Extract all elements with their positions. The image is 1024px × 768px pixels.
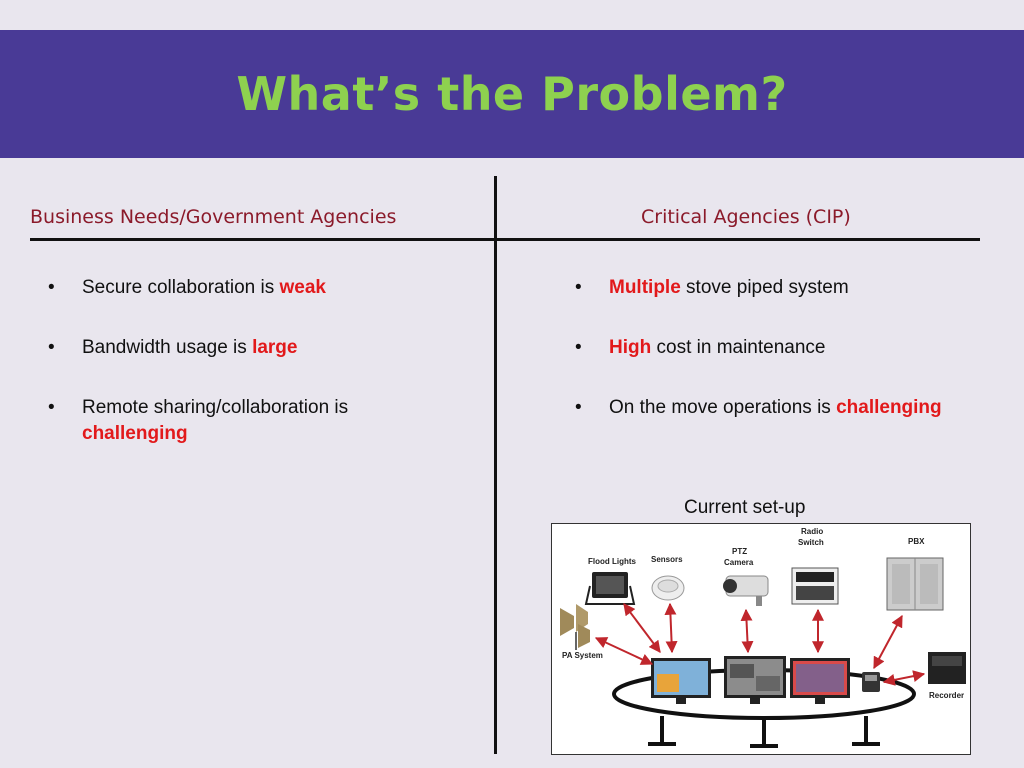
monitor-icon bbox=[724, 656, 786, 704]
bullet-item: Bandwidth usage is large bbox=[48, 335, 468, 361]
bullet-item: Secure collaboration is weak bbox=[48, 275, 468, 301]
sensor-icon bbox=[651, 575, 685, 601]
ptz-camera-icon bbox=[723, 575, 769, 606]
pa-system-label: PA System bbox=[562, 651, 603, 660]
recorder-icon bbox=[928, 652, 966, 684]
pbx-icon bbox=[886, 557, 944, 611]
heading-underline bbox=[30, 238, 980, 241]
radio-switch-icon bbox=[791, 567, 839, 605]
monitor-icon bbox=[790, 658, 850, 704]
left-column-heading: Business Needs/Government Agencies bbox=[30, 206, 397, 228]
right-bullet-list: Multiple stove piped system High cost in… bbox=[575, 275, 1020, 455]
pa-system-icon bbox=[560, 604, 590, 650]
bullet-item: High cost in maintenance bbox=[575, 335, 1020, 361]
flood-light-icon bbox=[584, 572, 636, 605]
monitor-icon bbox=[651, 658, 711, 704]
bullet-item: Remote sharing/collaboration is challeng… bbox=[48, 395, 468, 447]
pbx-label: PBX bbox=[908, 537, 925, 546]
radio-switch-label-line1: Radio bbox=[801, 527, 823, 536]
right-column-heading: Critical Agencies (CIP) bbox=[641, 206, 851, 228]
left-bullet-list: Secure collaboration is weak Bandwidth u… bbox=[48, 275, 468, 481]
setup-diagram: Flood Lights Sensors PTZ Camera Radio Sw… bbox=[551, 523, 971, 755]
slide-title: What’s the Problem? bbox=[236, 67, 788, 121]
column-divider bbox=[494, 176, 497, 754]
radio-switch-label-line2: Switch bbox=[798, 538, 824, 547]
ptz-camera-label-line1: PTZ bbox=[732, 547, 747, 556]
bullet-item: Multiple stove piped system bbox=[575, 275, 1020, 301]
ptz-camera-label-line2: Camera bbox=[724, 558, 754, 567]
flood-lights-label: Flood Lights bbox=[588, 557, 637, 566]
setup-diagram-svg: Flood Lights Sensors PTZ Camera Radio Sw… bbox=[560, 527, 966, 748]
phone-icon bbox=[862, 672, 880, 692]
title-band: What’s the Problem? bbox=[0, 30, 1024, 158]
sensors-label: Sensors bbox=[651, 555, 683, 564]
figure-caption: Current set-up bbox=[684, 497, 806, 518]
bullet-item: On the move operations is challenging bbox=[575, 395, 1020, 421]
recorder-label: Recorder bbox=[929, 691, 964, 700]
